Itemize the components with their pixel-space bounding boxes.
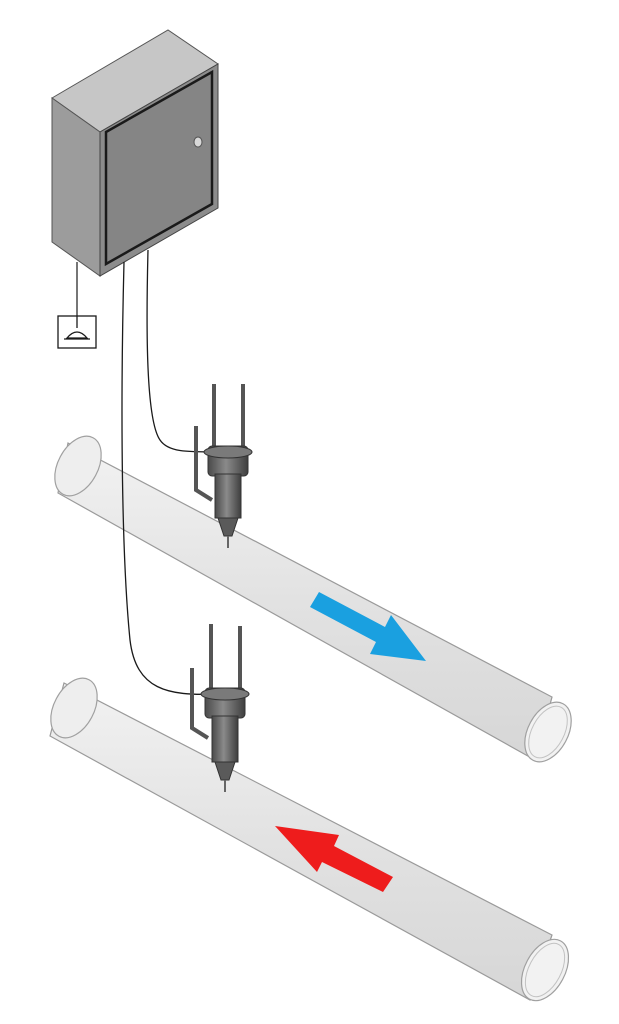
lower-sensor-clamp [200, 687, 250, 701]
ground-symbol-bell [65, 331, 89, 339]
upper-sensor-clamp [203, 445, 253, 459]
upper-sensor [194, 384, 253, 548]
lower-sensor [190, 624, 250, 792]
lower-pipe-left-end [50, 677, 98, 739]
upper-cable [146, 249, 219, 453]
ground-connection [57, 262, 97, 349]
cabinet-door [104, 69, 214, 267]
upper-sensor-body [214, 473, 242, 519]
upper-sensor-bracket [194, 426, 214, 502]
lower-pipe-right-rim [524, 942, 566, 998]
upper-pipe-body [57, 442, 553, 761]
door-handle [193, 136, 203, 148]
upper-sensor-tip [217, 517, 239, 537]
upper-pipe [54, 435, 572, 763]
lower-sensor-tip [214, 761, 236, 781]
lower-pipe-right-end [520, 938, 570, 1002]
flow-arrow-upper [310, 592, 426, 661]
upper-pipe-right-end [524, 701, 572, 763]
upper-pipe-right-rim [528, 705, 568, 759]
lower-sensor-body [211, 715, 239, 763]
upper-pipe-left-end [54, 435, 102, 497]
lower-sensor-bracket [190, 668, 210, 740]
flow-arrow-lower [275, 826, 393, 892]
control-cabinet [51, 29, 219, 277]
lower-cable [121, 261, 217, 695]
